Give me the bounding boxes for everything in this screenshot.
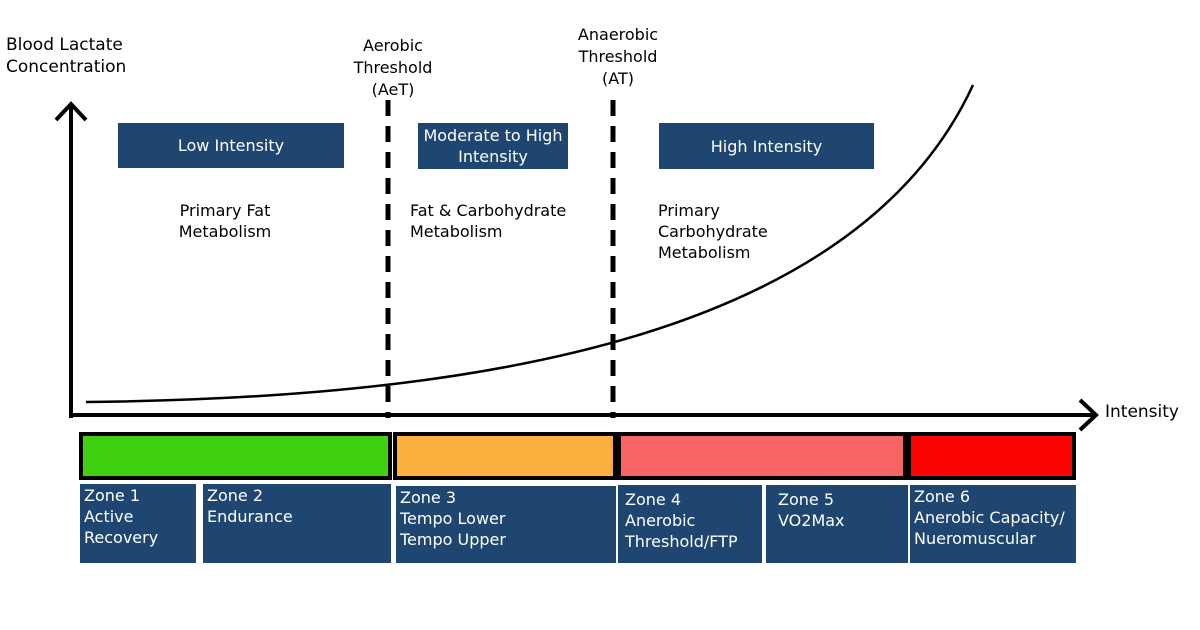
y-axis-arrowhead <box>54 101 88 122</box>
zone-3-box: Zone 3 Tempo Lower Tempo Upper <box>396 486 616 563</box>
y-axis-label: Blood Lactate Concentration <box>6 35 127 77</box>
zone-4-box: Zone 4 Anerobic Threshold/FTP <box>618 485 762 563</box>
zone-1-box: Zone 1 Active Recovery <box>80 484 196 563</box>
zone-desc: VO2Max <box>778 511 845 530</box>
mixed-metabolism-label: Fat & Carbohydrate Metabolism <box>410 201 567 241</box>
lactate-curve <box>85 84 975 404</box>
anaerobic-threshold-label: Anaerobic Threshold (AT) <box>577 25 659 88</box>
zone-bar-red <box>907 432 1076 480</box>
zone-name: Zone 3 <box>400 488 456 507</box>
aerobic-threshold-label: Aerobic Threshold (AeT) <box>353 36 433 99</box>
fat-metabolism-label: Primary Fat Metabolism <box>178 201 272 241</box>
zone-name: Zone 2 <box>207 486 263 505</box>
low-intensity-box: Low Intensity <box>118 123 344 168</box>
zone-5-box: Zone 5 VO2Max <box>766 485 908 563</box>
high-intensity-box: High Intensity <box>659 123 874 169</box>
x-axis-label: Intensity <box>1105 402 1179 422</box>
zone-2-box: Zone 2 Endurance <box>203 484 391 563</box>
zone-name: Zone 4 <box>625 490 681 509</box>
zone-name: Zone 1 <box>84 486 140 505</box>
x-axis-arrowhead <box>1078 398 1099 432</box>
zone-bar-salmon <box>617 432 907 480</box>
zone-desc: Tempo Lower Tempo Upper <box>400 509 506 549</box>
zone-name: Zone 6 <box>914 487 970 506</box>
zone-desc: Endurance <box>207 507 293 526</box>
zone-desc: Anerobic Threshold/FTP <box>625 511 738 551</box>
carbohydrate-metabolism-label: Primary Carbohydrate Metabolism <box>658 201 768 262</box>
moderate-intensity-box: Moderate to High Intensity <box>418 123 568 169</box>
zone-desc: Anerobic Capacity/ Nueromuscular <box>914 508 1065 548</box>
zone-bar-green <box>79 432 392 480</box>
zone-6-box: Zone 6 Anerobic Capacity/ Nueromuscular <box>910 485 1076 563</box>
zone-desc: Active Recovery <box>84 507 159 547</box>
zone-bar-orange <box>393 432 617 480</box>
zone-name: Zone 5 <box>778 490 834 509</box>
